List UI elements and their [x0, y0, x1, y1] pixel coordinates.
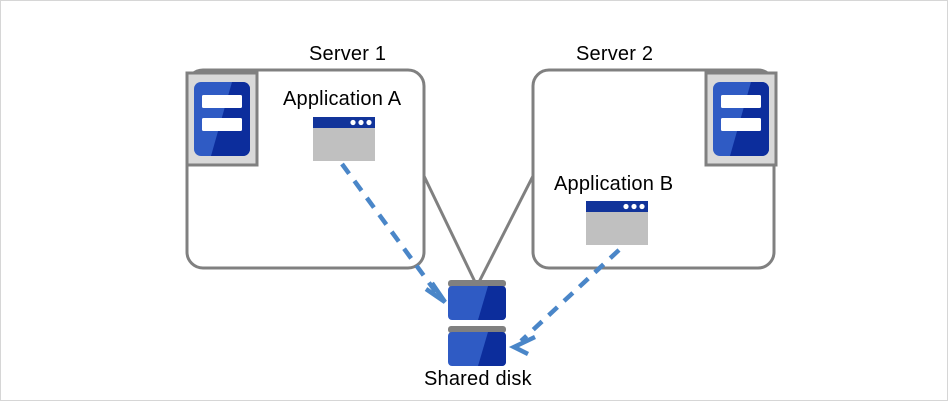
- application-a-label: Application A: [283, 88, 402, 110]
- arrow-app-a-to-disk: [340, 162, 447, 304]
- connector-server2-to-disk: [476, 175, 535, 285]
- shared-disk-label: Shared disk: [424, 368, 532, 390]
- disk-bar-middle: [448, 326, 506, 333]
- app-window-icon-a: [313, 117, 375, 161]
- app-window-icon-b: [586, 201, 648, 245]
- disk-stack-icon: [448, 280, 506, 366]
- server-icon-1: [185, 71, 259, 167]
- arrow-app-b-to-disk: [508, 248, 621, 357]
- connector-lines: [422, 175, 535, 285]
- server-2-title: Server 2: [576, 43, 654, 65]
- server-icon-2: [704, 71, 778, 167]
- application-b-label: Application B: [554, 173, 674, 195]
- connector-server1-to-disk: [422, 175, 478, 285]
- disk-bar-top: [448, 280, 506, 287]
- server-1-title: Server 1: [309, 43, 387, 65]
